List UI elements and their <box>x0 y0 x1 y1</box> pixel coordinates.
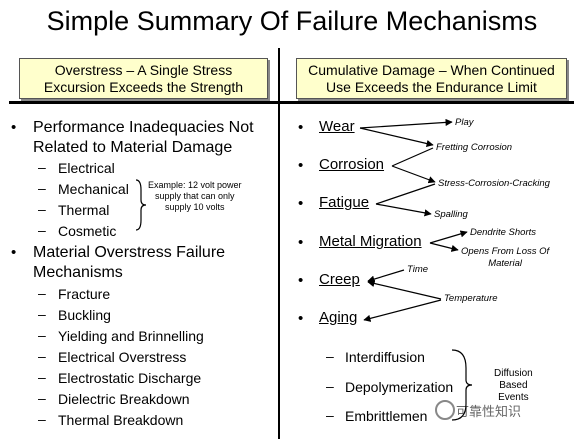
list-item-thermal: Thermal <box>58 202 110 218</box>
list-item-buckling: Buckling <box>58 307 111 323</box>
performance-inadequacies-heading: Performance Inadequacies Not Related to … <box>33 118 254 158</box>
arrow-temperature-creep <box>367 279 442 300</box>
note-line: Based <box>499 380 528 391</box>
dash-marker: – <box>38 327 46 343</box>
arrow-wear-play <box>359 118 453 129</box>
example-note: Example: 12 volt power supply that can o… <box>148 180 242 213</box>
note-line: Diffusion <box>494 368 533 379</box>
arrow-fatigue-spalling <box>375 203 432 217</box>
diffusion-based-events-note: Diffusion Based Events <box>494 368 533 404</box>
arrow-corrosion-fretting <box>391 147 434 167</box>
heading-line: Mechanisms <box>33 264 123 281</box>
slide-title: Simple Summary Of Failure Mechanisms <box>46 6 538 36</box>
horizontal-divider <box>9 101 574 104</box>
tag-spalling: Spalling <box>434 209 468 220</box>
heading-line: Related to Material Damage <box>33 139 233 156</box>
dash-marker: – <box>38 390 46 406</box>
aging-item-embrittlement: Embrittlemen <box>345 408 428 424</box>
list-item-dielectric-breakdown: Dielectric Breakdown <box>58 391 190 407</box>
cumulative-header-line-1: Cumulative Damage – When Continued <box>308 61 555 78</box>
dash-marker: – <box>38 369 46 385</box>
arrow-migration-opens <box>429 242 459 252</box>
aging-item-depolymerization: Depolymerization <box>345 379 454 395</box>
tag-time: Time <box>407 264 429 275</box>
mechanism-corrosion: Corrosion <box>319 156 385 173</box>
dash-marker: – <box>326 407 334 423</box>
tag-stress-corrosion-cracking: Stress-Corrosion-Cracking <box>438 178 550 189</box>
material-overstress-heading: Material Overstress Failure Mechanisms <box>33 243 225 283</box>
tag-opens-from-loss: Opens From Loss Of Material <box>461 246 549 270</box>
dash-marker: – <box>38 201 46 217</box>
dash-marker: – <box>38 411 46 427</box>
watermark-text: 可靠性知识 <box>456 404 522 419</box>
bullet-marker: • <box>298 310 304 327</box>
tag-play: Play <box>455 117 474 128</box>
note-line: Example: 12 volt power <box>148 180 242 190</box>
vertical-divider <box>278 48 280 439</box>
cumulative-header-line-2: Use Exceeds the Endurance Limit <box>326 78 537 95</box>
dash-marker: – <box>326 348 334 364</box>
overstress-header-box: Overstress – A Single Stress Excursion E… <box>19 58 268 99</box>
list-item-mechanical: Mechanical <box>58 181 129 197</box>
overstress-header-line-1: Overstress – A Single Stress <box>54 61 233 78</box>
list-item-thermal-breakdown: Thermal Breakdown <box>58 412 184 428</box>
dash-marker: – <box>38 180 46 196</box>
dash-marker: – <box>38 285 46 301</box>
arrow-temperature-aging <box>363 299 442 322</box>
brace-aging <box>451 349 473 421</box>
note-line: supply 10 volts <box>165 202 225 212</box>
bullet-marker: • <box>298 157 304 174</box>
heading-line: Material Overstress Failure <box>33 244 226 261</box>
list-item-electrostatic-discharge: Electrostatic Discharge <box>58 370 202 386</box>
mechanism-wear: Wear <box>319 118 355 135</box>
dash-marker: – <box>38 306 46 322</box>
overstress-header-line-2: Excursion Exceeds the Strength <box>43 78 244 95</box>
tag-line: Material <box>488 258 522 269</box>
arrow-migration-dendrite <box>429 230 468 244</box>
arrow-corrosion-scc <box>391 165 436 184</box>
note-line: Events <box>498 392 529 403</box>
tag-line: Opens From Loss Of <box>461 246 550 257</box>
dash-marker: – <box>326 378 334 394</box>
mechanism-creep: Creep <box>319 271 360 288</box>
mechanism-aging: Aging <box>319 309 358 326</box>
list-item-cosmetic: Cosmetic <box>58 223 117 239</box>
arrow-time-creep <box>367 269 405 283</box>
brace-example <box>135 179 147 231</box>
bullet-marker: • <box>298 195 304 212</box>
mechanism-metal-migration: Metal Migration <box>319 233 422 250</box>
tag-temperature: Temperature <box>444 293 498 304</box>
bullet-marker: • <box>298 272 304 289</box>
dash-marker: – <box>38 348 46 364</box>
watermark-icon <box>435 400 455 420</box>
heading-line: Performance Inadequacies Not <box>33 119 254 136</box>
cumulative-damage-header-box: Cumulative Damage – When Continued Use E… <box>296 58 567 99</box>
aging-item-interdiffusion: Interdiffusion <box>345 349 425 365</box>
list-item-electrical-overstress: Electrical Overstress <box>58 349 187 365</box>
tag-fretting-corrosion: Fretting Corrosion <box>436 142 513 153</box>
dash-marker: – <box>38 159 46 175</box>
tag-dendrite-shorts: Dendrite Shorts <box>470 227 537 238</box>
list-item-fracture: Fracture <box>58 286 111 302</box>
bullet-marker: • <box>298 234 304 251</box>
bullet-marker: • <box>298 119 304 136</box>
arrow-fatigue-scc <box>375 183 436 205</box>
bullet-marker: • <box>11 244 17 261</box>
arrow-wear-fretting <box>359 127 434 148</box>
note-line: supply that can only <box>154 191 235 201</box>
mechanism-fatigue: Fatigue <box>319 194 370 211</box>
list-item-yielding: Yielding and Brinnelling <box>58 328 204 344</box>
bullet-marker: • <box>11 119 17 136</box>
list-item-electrical: Electrical <box>58 160 115 176</box>
dash-marker: – <box>38 222 46 238</box>
